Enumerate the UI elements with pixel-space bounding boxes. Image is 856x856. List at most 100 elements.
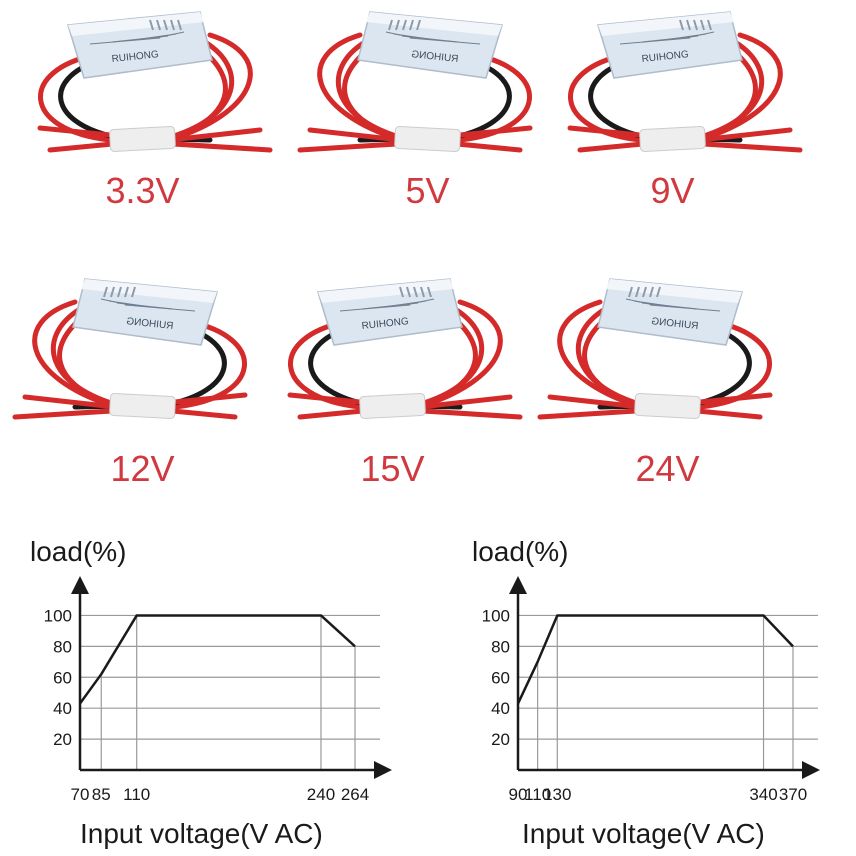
wire [297, 52, 532, 153]
y-tick-label: 80 [53, 637, 72, 656]
y-axis-title: load(%) [472, 536, 569, 567]
vent-slot [395, 19, 400, 31]
vent-slot [413, 286, 418, 298]
vent-slot [409, 19, 414, 31]
housing-top [606, 279, 742, 303]
vent-slot [628, 286, 633, 298]
module-group: RUIHONG [287, 278, 523, 420]
vent-slot [656, 286, 661, 298]
y-axis-arrow [509, 576, 527, 594]
module-photo: RUIHONG [537, 278, 773, 420]
module-group: RUIHONG [537, 278, 773, 420]
module-group: RUIHONG [12, 278, 248, 420]
product-9v: RUIHONG 9V [530, 0, 815, 250]
x-axis-title: Input voltage(V AC) [522, 818, 765, 849]
y-tick-label: 60 [53, 668, 72, 687]
y-tick-label: 40 [53, 699, 72, 718]
vent-slot [399, 286, 404, 298]
brand-text: RUIHONG [111, 49, 159, 65]
vent-slot [649, 286, 654, 298]
module-photo: RUIHONG [297, 11, 533, 153]
x-tick-label: 264 [341, 785, 369, 804]
x-tick-label: 85 [92, 785, 111, 804]
module-group: RUIHONG [567, 11, 803, 153]
x-tick-label: 370 [779, 785, 807, 804]
wire-sleeve [109, 125, 176, 152]
product-15v: RUIHONG 15V [250, 262, 535, 512]
module-photo: RUIHONG [37, 11, 273, 153]
wire [22, 312, 116, 410]
housing-top [598, 12, 734, 36]
y-tick-label: 100 [482, 606, 510, 625]
wire [547, 312, 641, 410]
x-tick-label: 340 [749, 785, 777, 804]
module-photo: RUIHONG [567, 11, 803, 153]
wire [568, 52, 803, 153]
vent-slot [700, 19, 705, 31]
x-tick-label: 110 [524, 785, 551, 804]
vent-slot [427, 286, 432, 298]
wire-sleeve [634, 392, 701, 419]
vent-slot [163, 19, 168, 31]
brand-text: RUIHONG [411, 49, 459, 65]
vent-slot [679, 19, 684, 31]
load-curve [78, 614, 356, 705]
vent-slot [131, 286, 136, 298]
vent-slot [177, 19, 182, 31]
module-photo: RUIHONG [287, 278, 523, 420]
vent-slot [103, 286, 108, 298]
label-line [405, 298, 435, 306]
wire [288, 319, 523, 420]
y-tick-label: 60 [491, 668, 510, 687]
label-line [385, 31, 415, 39]
y-axis-arrow [71, 576, 89, 594]
module-photo: RUIHONG [12, 278, 248, 420]
wire [419, 312, 513, 410]
wire [12, 319, 247, 420]
y-tick-label: 100 [44, 606, 72, 625]
y-tick-label: 20 [53, 730, 72, 749]
wire-sleeve [109, 392, 176, 419]
brand-text: RUIHONG [361, 316, 409, 332]
housing-top [68, 12, 204, 36]
vent-slot [156, 19, 161, 31]
label-line [685, 31, 715, 39]
x-axis-arrow [374, 761, 392, 779]
wire [537, 319, 772, 420]
load-curve [516, 614, 794, 705]
module-group: RUIHONG [37, 11, 273, 153]
vent-slot [635, 286, 640, 298]
housing-top [81, 279, 217, 303]
vent-slot [642, 286, 647, 298]
wire-sleeve [394, 125, 461, 152]
label-line [155, 31, 185, 39]
y-axis-title: load(%) [30, 536, 127, 567]
vent-slot [388, 19, 393, 31]
wire [699, 45, 793, 143]
vent-slot [686, 19, 691, 31]
vent-slot [117, 286, 122, 298]
voltage-label: 24V [635, 448, 700, 489]
vent-slot [124, 286, 129, 298]
vent-slot [402, 19, 407, 31]
voltage-label: 9V [650, 170, 695, 211]
vent-slot [416, 19, 421, 31]
product-5v: RUIHONG 5V [285, 0, 570, 250]
brand-text: RUIHONG [651, 316, 699, 332]
y-tick-label: 80 [491, 637, 510, 656]
voltage-label: 15V [360, 448, 425, 489]
vent-slot [110, 286, 115, 298]
wire [169, 45, 263, 143]
x-tick-label: 110 [123, 785, 150, 804]
y-tick-label: 40 [491, 699, 510, 718]
voltage-label: 12V [110, 448, 175, 489]
wire-sleeve [639, 125, 706, 152]
label-line [100, 298, 130, 306]
product-3v3: RUIHONG 3.3V [0, 0, 285, 250]
x-tick-label: 70 [71, 785, 90, 804]
x-axis-arrow [802, 761, 820, 779]
wire-sleeve [359, 392, 426, 419]
